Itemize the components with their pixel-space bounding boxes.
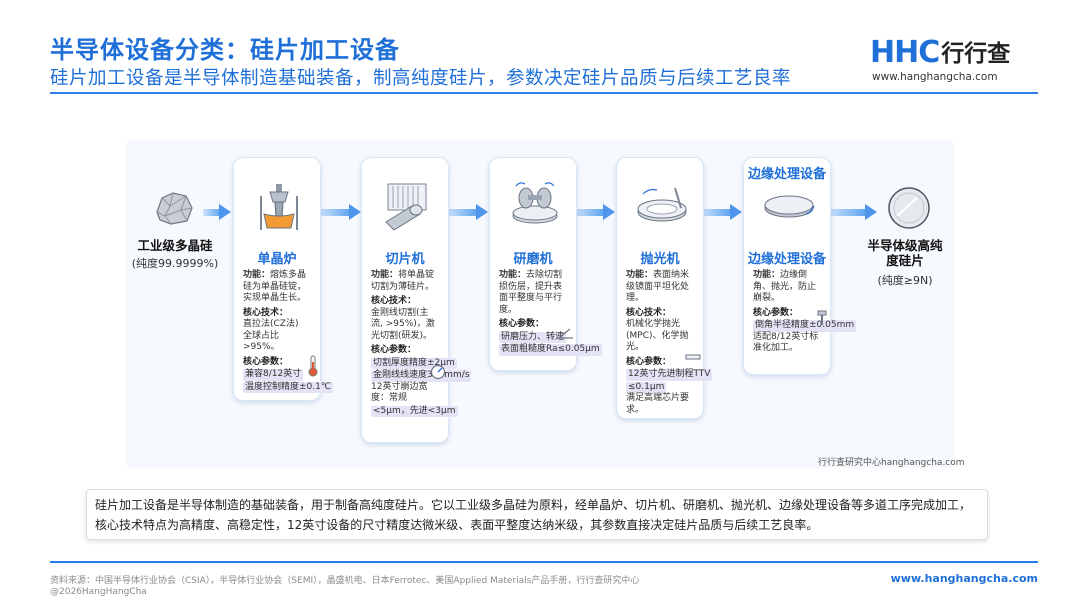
logo-name: 行行查 — [941, 41, 1011, 67]
tech-label: 核心技术： — [626, 307, 672, 318]
grinding-wheel-icon — [512, 182, 558, 224]
brand-logo: HHC 行行查 www.hanghangcha.com — [870, 35, 1040, 84]
tech-label: 核心技术： — [243, 307, 289, 318]
step-name: 切片机 — [385, 252, 425, 267]
footer-url-link[interactable]: www.hanghangcha.com — [890, 572, 1038, 585]
step-card-edge-processing: 边缘处理设备 边缘处理设备 功能：边缘倒角、抛光，防止崩裂。 核心参数： 倒角半… — [743, 157, 857, 375]
edge-group-label: 边缘处理设备 — [747, 167, 826, 182]
tech-line: 直拉法(CZ法) — [243, 319, 299, 329]
function-label: 功能： — [243, 270, 271, 280]
page-title: 半导体设备分类：硅片加工设备 — [50, 36, 400, 64]
step-details: 功能：将单晶锭切割为薄硅片。 核心技术： 金刚线切割(主流, >95%)，激光切… — [371, 270, 472, 417]
function-label: 功能： — [753, 270, 781, 280]
thermometer-icon — [308, 355, 318, 377]
param-highlight: 表面粗糙度Ra≤0.05μm — [499, 344, 602, 356]
step-details: 功能：表面纳米级镜面平坦化处理。 核心技术： 机械化学抛光(MPC)、化学抛光。… — [626, 270, 713, 416]
start-material-purity: (纯度99.9999%) — [131, 257, 219, 270]
wire-saw-icon — [385, 183, 427, 231]
summary-box: 硅片加工设备是半导体制造的基础装备，用于制备高纯度硅片。它以工业级多晶硅为原料，… — [86, 489, 988, 540]
function-label: 功能： — [499, 270, 527, 280]
start-material-label: 工业级多晶硅 — [137, 238, 213, 253]
flow-arrow — [319, 204, 361, 220]
flow-arrow — [700, 204, 742, 220]
param-label: 核心参数： — [243, 356, 289, 367]
step-card-polisher: 抛光机 功能：表面纳米级镜面平坦化处理。 核心技术： 机械化学抛光(MPC)、化… — [616, 157, 713, 419]
tech-label: 核心技术： — [371, 296, 417, 306]
gauge-icon — [430, 364, 446, 380]
polishing-pad-icon — [637, 187, 687, 222]
tech-line: 全球占比 >95%。 — [243, 330, 280, 353]
function-text: 熔炼多晶硅为单晶硅锭，实现单晶生长。 — [243, 270, 307, 303]
param-label: 核心参数： — [753, 307, 799, 318]
page-subtitle: 硅片加工设备是半导体制造基础装备，制高纯度硅片，参数决定硅片品质与后续工艺良率 — [50, 68, 792, 89]
param-highlight: 金刚线线速度300mm/s — [371, 370, 472, 382]
extra-text: 满足高端芯片要求。 — [626, 393, 690, 415]
diagram-credit: 行行查研究中心hanghangcha.com — [818, 458, 965, 468]
logo-url: www.hanghangcha.com — [872, 71, 998, 83]
step-details: 功能：边缘倒角、抛光，防止崩裂。 核心参数： 倒角半径精度±0.05mm 适配8… — [753, 270, 857, 355]
param-highlight: 切割厚度精度±2μm — [371, 357, 457, 369]
function-text: 表面纳米级镜面平坦化处理。 — [626, 270, 690, 303]
function-text: 将单晶锭切割为薄硅片。 — [371, 270, 435, 292]
param-highlight: 12英寸先进制程TTV — [626, 369, 713, 381]
param-highlight: ≤0.1μm — [626, 381, 667, 393]
param-highlight: 温度控制精度±0.1℃ — [243, 381, 333, 393]
step-card-wafer-slicer: 切片机 功能：将单晶锭切割为薄硅片。 核心技术： 金刚线切割(主流, >95%)… — [361, 157, 472, 443]
polysilicon-rock-icon — [156, 192, 193, 225]
step-name: 单晶炉 — [257, 252, 297, 267]
step-details: 功能：去除切割损伤层，提升表面平整度与平行度。 核心参数： 研磨压力、转速 表面… — [499, 270, 602, 356]
step-name: 研磨机 — [513, 252, 553, 267]
footer-source: 资料来源：中国半导体行业协会（CSIA），半导体行业协会（SEMI），晶盛机电、… — [50, 576, 640, 586]
function-text: 去除切割损伤层，提升表面平整度与平行度。 — [499, 270, 563, 315]
end-product-label-line: 半导体级高纯 — [867, 238, 943, 253]
crystal-furnace-icon — [260, 184, 298, 230]
flow-arrow — [446, 204, 488, 220]
end-product-purity: (纯度≥9N) — [877, 274, 933, 287]
step-card-grinder: 研磨机 功能：去除切割损伤层，提升表面平整度与平行度。 核心参数： 研磨压力、转… — [489, 157, 602, 371]
wafer-disc-icon — [888, 187, 930, 229]
param-label: 核心参数： — [626, 356, 672, 367]
function-label: 功能： — [371, 270, 399, 280]
param-highlight: 研磨压力、转速 — [499, 331, 567, 343]
flow-arrow — [573, 204, 615, 220]
function-text: 边缘倒角、抛光，防止崩裂。 — [753, 270, 817, 303]
function-label: 功能： — [626, 270, 654, 280]
measure-icon — [559, 328, 573, 339]
step-name: 抛光机 — [640, 252, 680, 267]
param-highlight: <5μm，先进<3μm — [371, 405, 458, 417]
step-details: 功能：熔炼多晶硅为单晶硅锭，实现单晶生长。 核心技术： 直拉法(CZ法) 全球占… — [243, 270, 333, 393]
end-product-label-line: 度硅片 — [886, 253, 924, 268]
end-product-label: 半导体级高纯 度硅片 — [849, 238, 961, 268]
flow-arrow — [203, 204, 231, 220]
extra-text: 12英寸崩边宽度：常规 — [371, 381, 428, 404]
param-highlight: 倒角半径精度±0.05mm — [753, 320, 857, 332]
process-flow-diagram: 工业级多晶硅 (纯度99.9999%) 单晶炉 功能：熔炼多晶硅为单晶硅锭，实现… — [125, 140, 955, 468]
tech-line: 金刚线切割(主流, >95%)，激光切割(研发)。 — [371, 307, 435, 341]
tech-line: 机械化学抛光(MPC)、化学抛光。 — [626, 319, 689, 352]
extra-text: 适配8/12英寸标准化加工。 — [753, 331, 819, 354]
step-card-crystal-furnace: 单晶炉 功能：熔炼多晶硅为单晶硅锭，实现单晶生长。 核心技术： 直拉法(CZ法)… — [233, 157, 333, 401]
header-divider — [50, 92, 1038, 94]
footer-divider — [50, 561, 1038, 563]
param-highlight: 兼容8/12英寸 — [243, 369, 304, 381]
param-label: 核心参数： — [499, 319, 545, 329]
step-name: 边缘处理设备 — [747, 252, 826, 267]
wafer-edge-icon — [764, 195, 815, 218]
param-label: 核心参数： — [371, 345, 417, 355]
screw-icon — [817, 310, 827, 325]
footer-copyright: @2026HangHangCha — [50, 587, 147, 597]
flow-arrow — [827, 204, 877, 220]
flatness-icon — [685, 354, 701, 360]
logo-mark: HHC — [870, 35, 940, 70]
